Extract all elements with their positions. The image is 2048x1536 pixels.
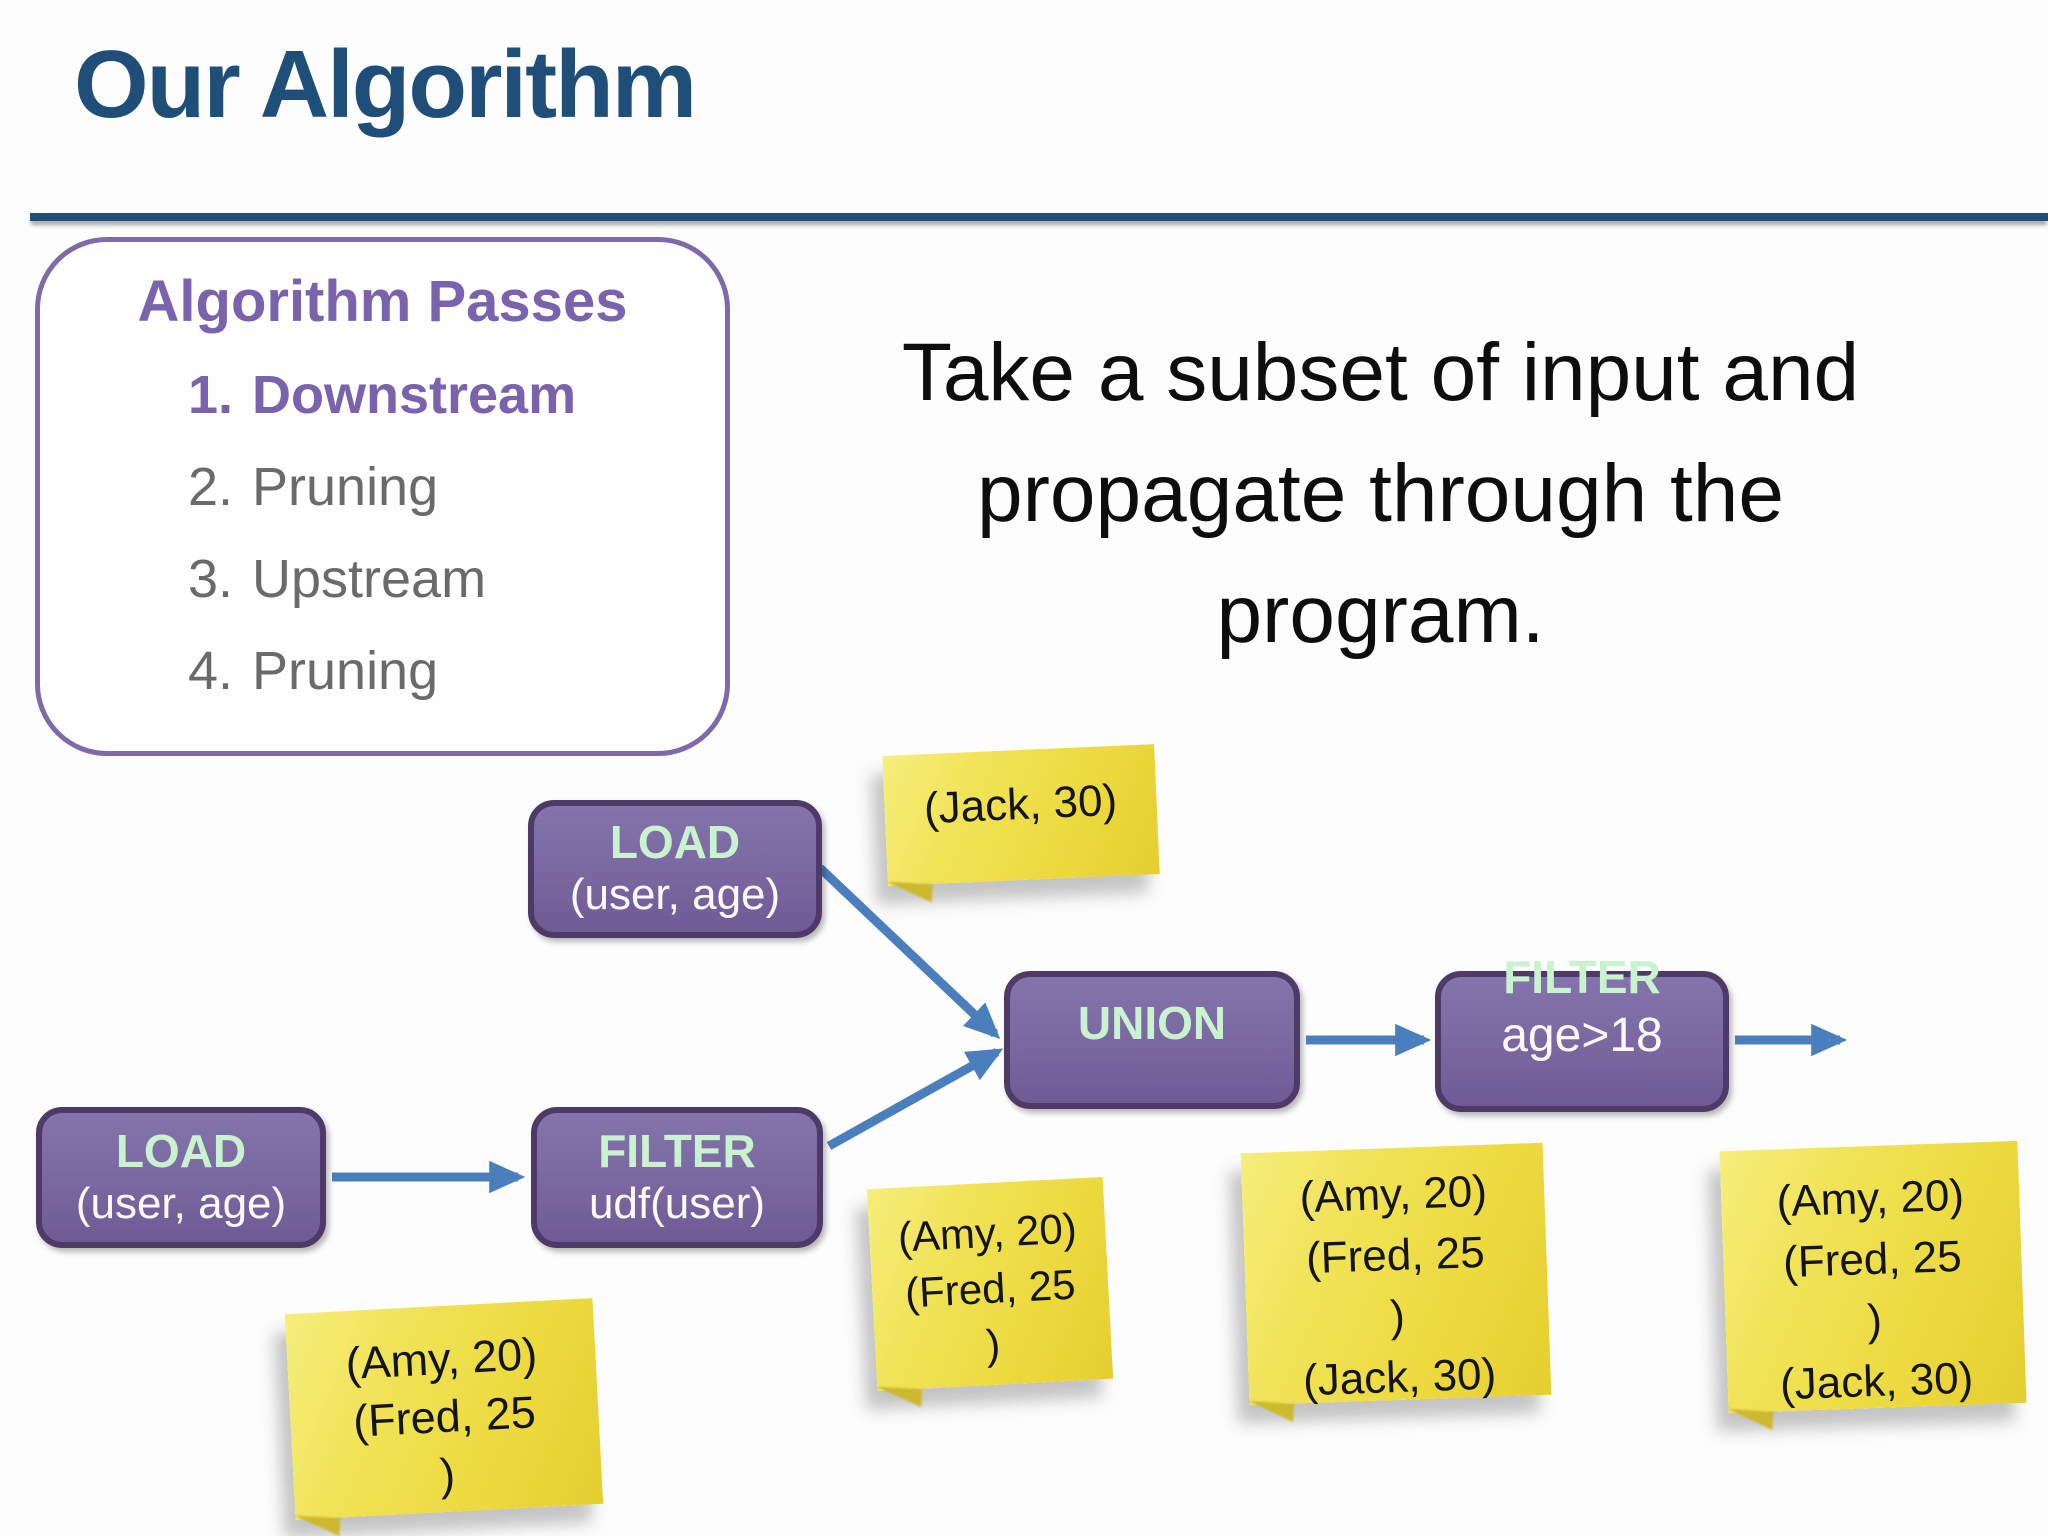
pass-number: 4. xyxy=(188,641,234,701)
pass-item-pruning-1: 2. Pruning xyxy=(188,441,725,533)
note-line: ) xyxy=(1866,1295,1883,1346)
node-filter-udf: FILTER udf(user) xyxy=(531,1107,823,1248)
sticky-note-union-output: (Amy, 20) (Fred, 25 ) (Jack, 30) xyxy=(1240,1142,1552,1405)
pass-label: Pruning xyxy=(252,641,439,701)
pass-label: Downstream xyxy=(252,365,577,425)
algorithm-passes-panel: Algorithm Passes 1. Downstream 2. Pruning … xyxy=(35,237,730,756)
node-load-top: LOAD (user, age) xyxy=(528,800,822,938)
note-line: ) xyxy=(1389,1291,1406,1342)
title-divider xyxy=(30,213,2048,221)
note-line: (Jack, 30) xyxy=(1779,1353,1975,1410)
pass-item-pruning-2: 4. Pruning xyxy=(188,625,725,717)
callout-line-1: Take a subset of input and xyxy=(901,327,1860,418)
arrow-filter-udf-to-union xyxy=(826,1048,1004,1150)
note-line: (Jack, 30) xyxy=(1302,1349,1497,1406)
node-subtitle: (user, age) xyxy=(569,870,781,919)
passes-list: 1. Downstream 2. Pruning 3. Upstream 4. Prun… xyxy=(40,349,725,717)
note-line: (Fred, 25 xyxy=(1782,1231,1963,1288)
callout-line-3: program. xyxy=(1216,569,1545,660)
callout-line-2: propagate through the xyxy=(977,448,1784,539)
node-title: FILTER xyxy=(598,1124,756,1177)
note-line: (Amy, 20) xyxy=(1775,1170,1965,1227)
pass-item-upstream: 3. Upstream xyxy=(188,533,725,625)
node-title: LOAD xyxy=(609,816,741,868)
pass-number: 3. xyxy=(188,549,234,609)
note-line: (Amy, 20) xyxy=(1298,1166,1488,1223)
pass-number: 1. xyxy=(188,365,234,425)
page-title: Our Algorithm xyxy=(74,31,697,138)
node-title: FILTER xyxy=(1503,951,1661,1003)
node-filter-age: FILTER age>18 xyxy=(1435,951,1729,1112)
pass-item-downstream: 1. Downstream xyxy=(188,349,725,441)
note-line: (Fred, 25 xyxy=(1305,1227,1486,1284)
node-union: UNION xyxy=(1004,971,1300,1109)
node-subtitle: udf(user) xyxy=(588,1178,766,1228)
node-title: LOAD xyxy=(115,1124,247,1177)
sticky-note-filter-output: (Amy, 20) (Fred, 25 ) xyxy=(866,1176,1114,1392)
node-load-bottom: LOAD (user, age) xyxy=(36,1107,326,1248)
callout-text: Take a subset of input and propagate thr… xyxy=(893,312,1868,675)
node-subtitle: (user, age) xyxy=(75,1178,287,1228)
pass-number: 2. xyxy=(188,457,234,517)
sticky-note-jack-input: (Jack, 30) xyxy=(882,744,1160,886)
sticky-note-load-output: (Amy, 20) (Fred, 25 ) xyxy=(284,1298,604,1520)
passes-heading: Algorithm Passes xyxy=(137,269,628,334)
node-subtitle: age>18 xyxy=(1501,1009,1663,1062)
node-title: UNION xyxy=(1077,997,1227,1049)
sticky-note-final-output: (Amy, 20) (Fred, 25 ) (Jack, 30) xyxy=(1719,1140,2027,1414)
pass-label: Upstream xyxy=(252,549,487,609)
pass-label: Pruning xyxy=(252,457,439,517)
note-line: (Jack, 30) xyxy=(922,775,1119,834)
